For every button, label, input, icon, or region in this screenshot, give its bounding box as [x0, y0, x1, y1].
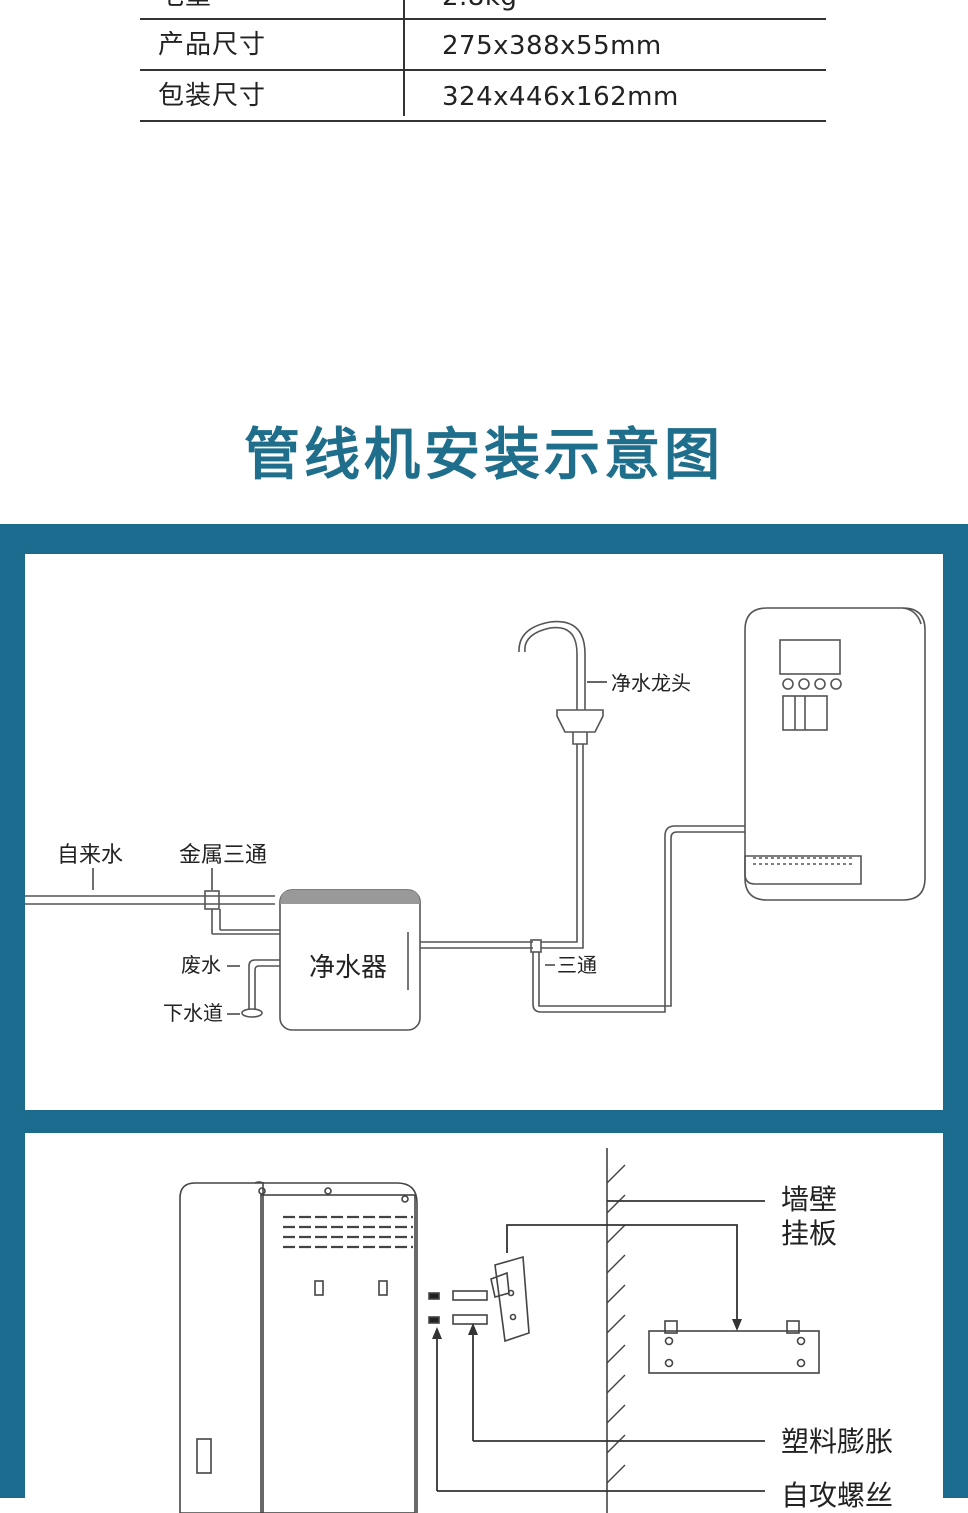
label-waste-water: 废水: [181, 953, 221, 977]
machine-back-icon: [263, 1182, 418, 1513]
machine-side-icon: [179, 1182, 264, 1513]
spec-label: 包装尺寸: [158, 81, 267, 111]
drip-tray-icon: [744, 855, 862, 885]
label-drain: 下水道: [163, 1001, 223, 1025]
spec-value: 2.8kg: [442, 0, 517, 12]
label-metal-tee: 金属三通: [179, 843, 267, 868]
plastic-anchor-icon: [452, 1290, 488, 1301]
hanging-plate-icon: [648, 1330, 820, 1374]
tee-icon: [530, 939, 542, 953]
metal-tee-icon: [204, 890, 220, 910]
spec-value: 275x388x55mm: [442, 31, 662, 61]
mounting-diagram: 墙壁 挂板 塑料膨胀 自攻螺丝: [179, 1148, 893, 1513]
label-plastic-anchor: 塑料膨胀: [781, 1425, 893, 1458]
spec-column-divider: [403, 0, 405, 116]
spec-row-package-size: 包装尺寸 324x446x162mm: [140, 71, 826, 122]
label-hanging-plate: 挂板: [781, 1217, 837, 1250]
label-faucet: 净水龙头: [611, 671, 691, 695]
label-screw: 自攻螺丝: [781, 1479, 893, 1512]
spec-row-weight: 毛重 2.8kg: [140, 0, 826, 20]
spec-table: 毛重 2.8kg 产品尺寸 275x388x55mm 包装尺寸 324x446x…: [140, 0, 826, 122]
switch-icon: [196, 1438, 212, 1474]
label-tee: 三通: [557, 953, 597, 977]
spec-value: 324x446x162mm: [442, 82, 679, 112]
spec-label: 产品尺寸: [158, 30, 267, 60]
label-purifier: 净水器: [309, 953, 387, 983]
label-tap-water: 自来水: [57, 843, 123, 868]
mounting-diagram-panel: 墙壁 挂板 塑料膨胀 自攻螺丝: [25, 1133, 943, 1513]
section-title: 管线机安装示意图: [244, 423, 724, 488]
bracket-icon: [494, 1255, 530, 1343]
label-wall: 墙壁: [781, 1183, 837, 1216]
plumbing-diagram: 自来水 金属三通 废水 下水道 净水器 三通 净水龙头: [25, 607, 926, 1031]
plumbing-diagram-panel: 自来水 金属三通 废水 下水道 净水器 三通 净水龙头: [25, 554, 943, 1110]
spec-row-product-size: 产品尺寸 275x388x55mm: [140, 20, 826, 71]
spec-label: 毛重: [158, 0, 212, 12]
screw-icon: [428, 1292, 440, 1300]
pipeline-machine-icon: [744, 607, 926, 901]
faucet-icon: [556, 709, 604, 733]
display-screen-icon: [779, 639, 841, 675]
drain-icon: [241, 1008, 263, 1018]
